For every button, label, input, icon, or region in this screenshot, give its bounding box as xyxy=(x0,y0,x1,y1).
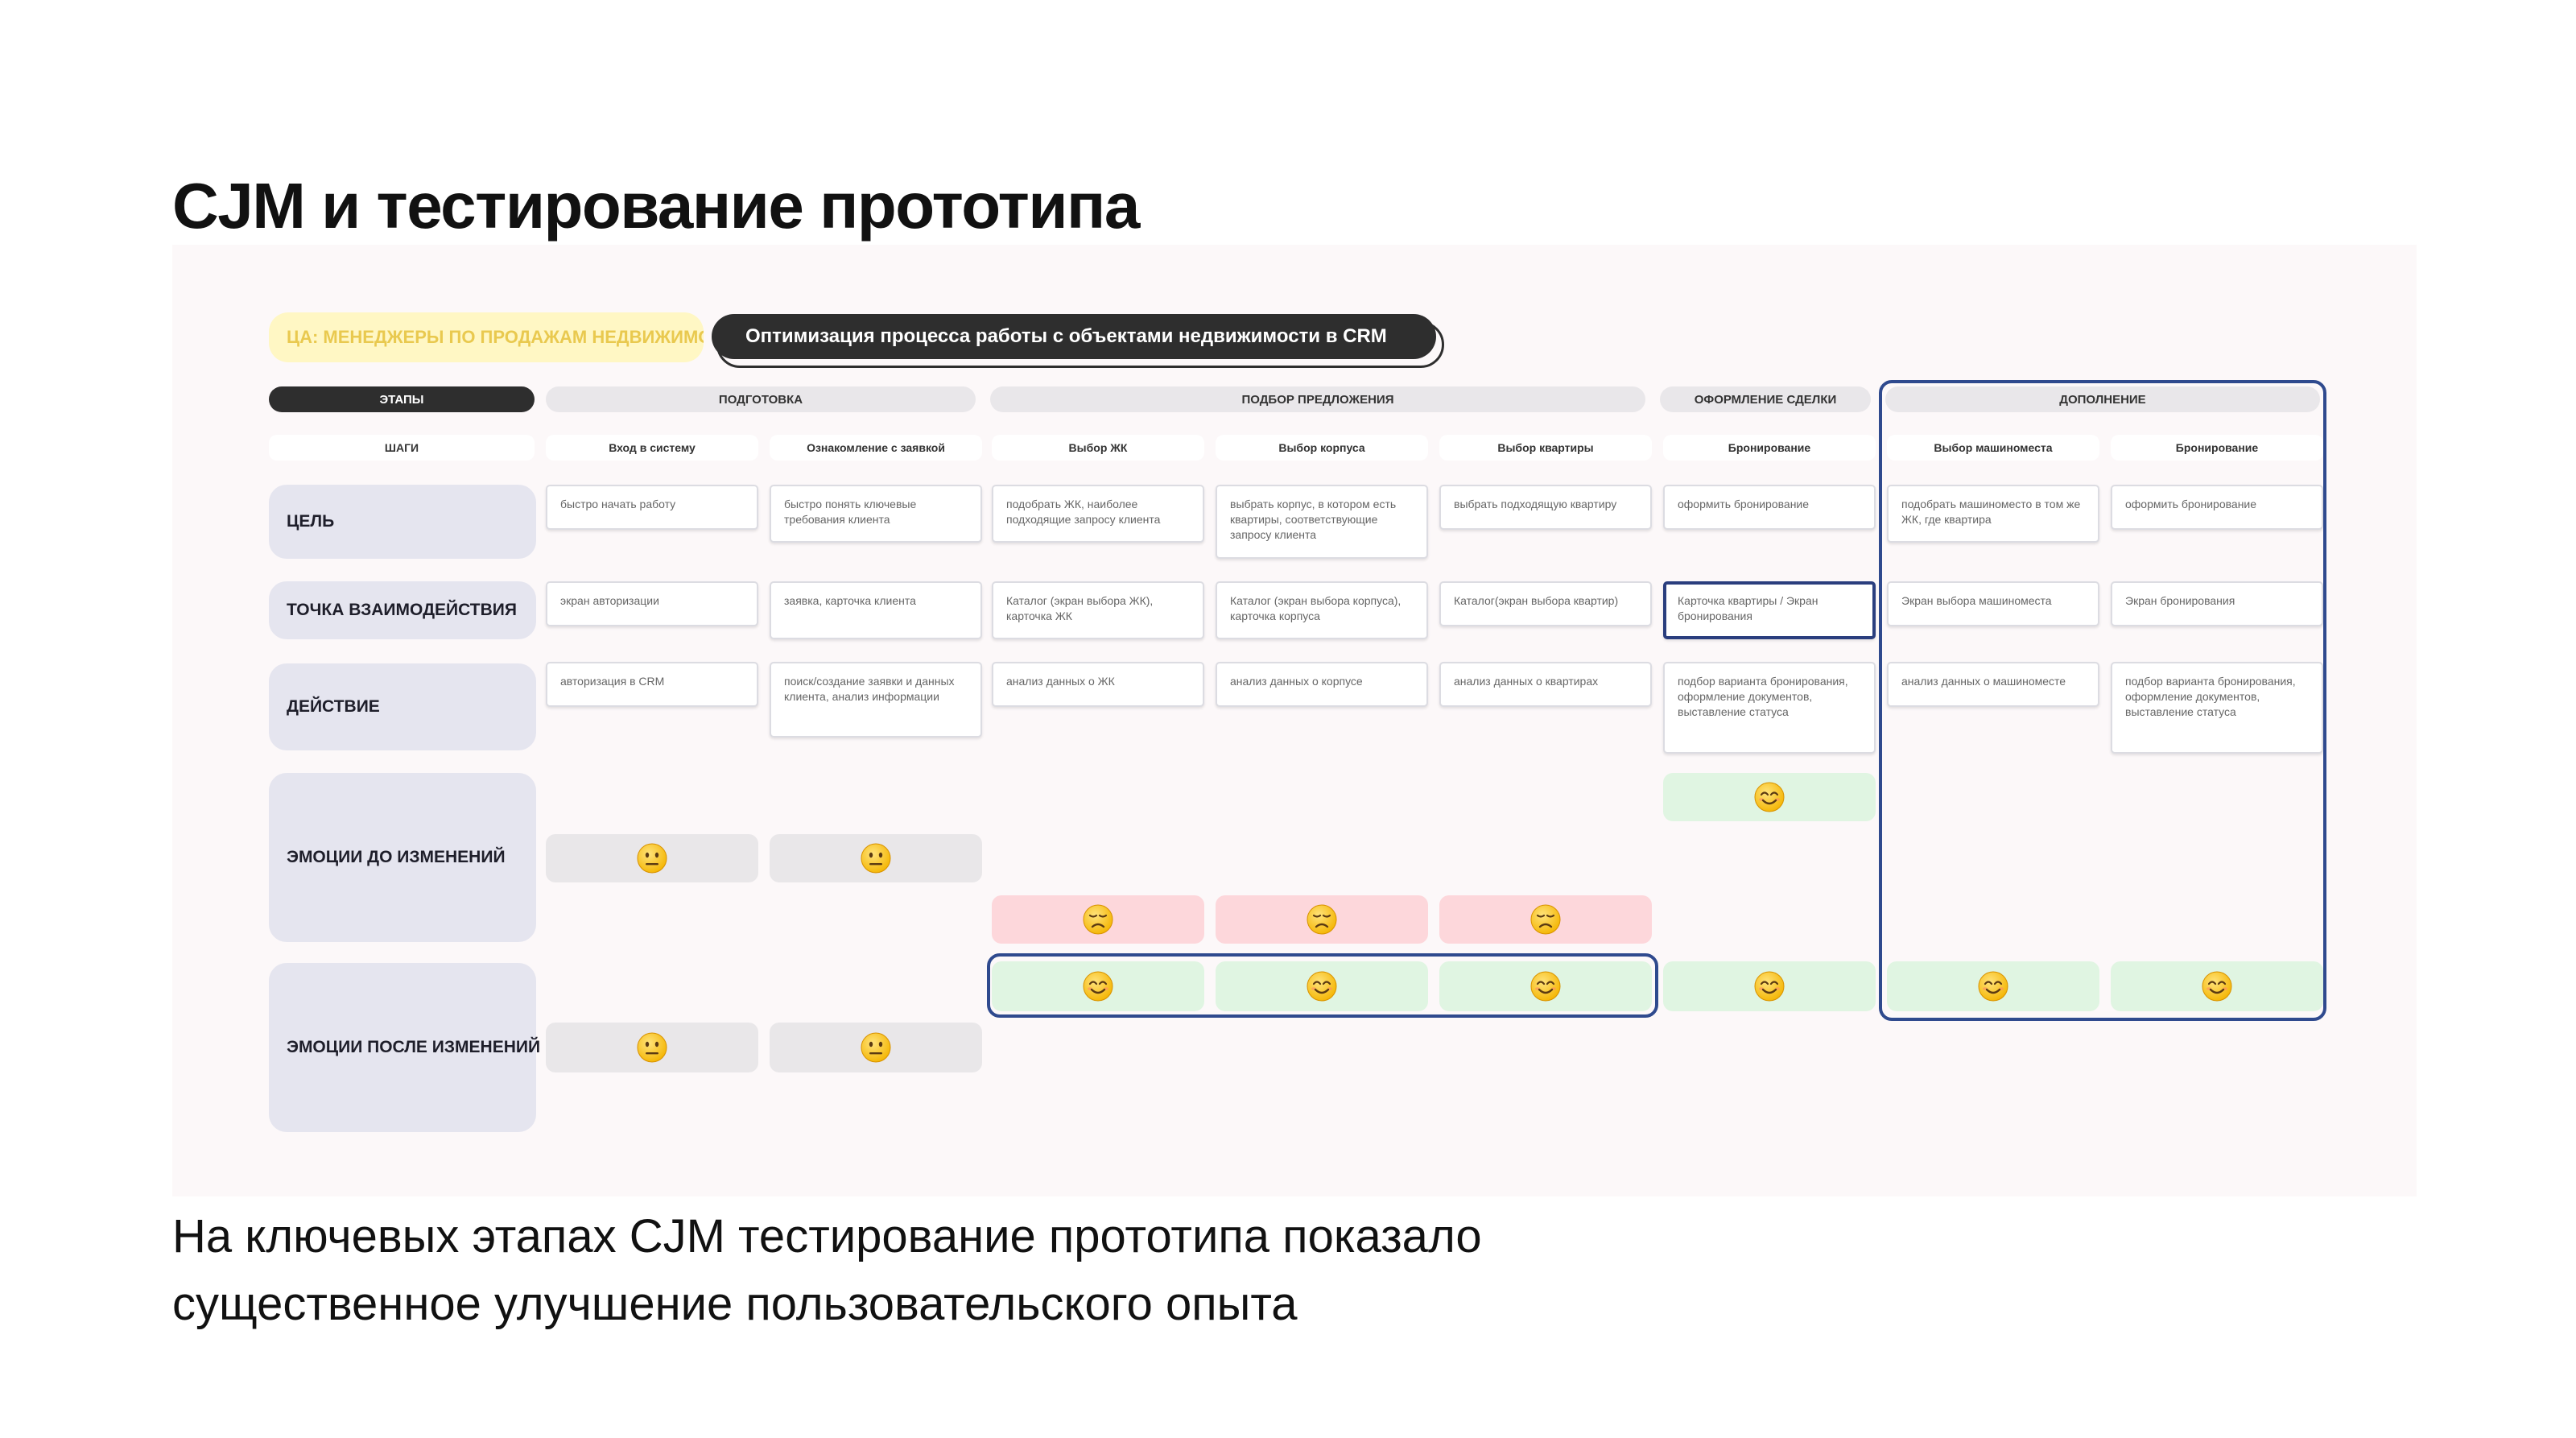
emotion-before-tile xyxy=(992,895,1204,944)
improvement-highlight-frame xyxy=(987,953,1658,1018)
action-cell: анализ данных о ЖК xyxy=(992,662,1204,707)
emotion-before-tile xyxy=(770,834,982,882)
goal-cell: быстро начать работу xyxy=(546,485,758,530)
stage-addition: ДОПОЛНЕНИЕ xyxy=(1885,386,2320,412)
neutral-face-icon xyxy=(636,842,668,874)
sad-face-icon xyxy=(1306,903,1338,936)
touchpoint-cell: Карточка квартиры / Экран бронирования xyxy=(1663,581,1876,639)
cjm-board: ЦА: МЕНЕДЖЕРЫ ПО ПРОДАЖАМ НЕДВИЖИМОСТИ О… xyxy=(172,245,2417,1196)
sad-face-icon xyxy=(1082,903,1114,936)
slide-caption: На ключевых этапах CJM тестирование прот… xyxy=(172,1203,2104,1338)
steps-label: ШАГИ xyxy=(269,435,535,461)
row-label-action: ДЕЙСТВИЕ xyxy=(269,663,536,750)
stage-preparation: ПОДГОТОВКА xyxy=(546,386,976,412)
goal-cell: выбрать подходящую квартиру xyxy=(1439,485,1652,530)
emotion-after-tile xyxy=(1216,961,1428,1011)
action-cell: анализ данных о квартирах xyxy=(1439,662,1652,707)
step-1: Вход в систему xyxy=(546,435,758,461)
sad-face-icon xyxy=(1530,903,1562,936)
stages-label: ЭТАПЫ xyxy=(269,386,535,412)
step-4: Выбор корпуса xyxy=(1216,435,1428,461)
row-label-emotions-after: ЭМОЦИИ ПОСЛЕ ИЗМЕНЕНИЙ xyxy=(269,963,540,1132)
addition-stage-highlight-frame xyxy=(1879,380,2326,1021)
goal-cell: оформить бронирование xyxy=(1663,485,1876,530)
step-6: Бронирование xyxy=(1663,435,1876,461)
caption-line-1: На ключевых этапах CJM тестирование прот… xyxy=(172,1210,1482,1262)
emotion-after-tile xyxy=(546,1023,758,1072)
slide-title: CJM и тестирование прототипа xyxy=(172,170,1140,242)
action-cell: подбор варианта бронирования, оформление… xyxy=(2111,662,2323,754)
emotion-after-tile xyxy=(1663,961,1876,1011)
touchpoint-cell: Экран бронирования xyxy=(2111,581,2323,626)
emotion-before-tile xyxy=(546,834,758,882)
action-cell: авторизация в CRM xyxy=(546,662,758,707)
goal-cell: быстро понять ключевые требования клиент… xyxy=(770,485,982,543)
emotion-after-tile xyxy=(1439,961,1652,1011)
happy-face-icon xyxy=(1753,781,1785,813)
action-cell: подбор варианта бронирования, оформление… xyxy=(1663,662,1876,754)
goal-cell: выбрать корпус, в котором есть квартиры,… xyxy=(1216,485,1428,559)
goal-cell: подобрать машиноместо в том же ЖК, где к… xyxy=(1887,485,2099,543)
stage-offer-selection: ПОДБОР ПРЕДЛОЖЕНИЯ xyxy=(990,386,1645,412)
goal-chip: Оптимизация процесса работы с объектами … xyxy=(712,314,1436,359)
emotion-after-tile xyxy=(1887,961,2099,1011)
action-cell: анализ данных о машиноместе xyxy=(1887,662,2099,707)
caption-line-2: существенное улучшение пользовательского… xyxy=(172,1278,1298,1330)
action-cell: поиск/создание заявки и данных клиента, … xyxy=(770,662,982,738)
step-3: Выбор ЖК xyxy=(992,435,1204,461)
step-7: Выбор машиноместа xyxy=(1887,435,2099,461)
goal-cell: подобрать ЖК, наиболее подходящие запрос… xyxy=(992,485,1204,543)
touchpoint-cell: Экран выбора машиноместа xyxy=(1887,581,2099,626)
row-label-emotions-before: ЭМОЦИИ ДО ИЗМЕНЕНИЙ xyxy=(269,773,536,942)
touchpoint-cell: Каталог (экран выбора корпуса), карточка… xyxy=(1216,581,1428,639)
action-cell: анализ данных о корпусе xyxy=(1216,662,1428,707)
touchpoint-cell: заявка, карточка клиента xyxy=(770,581,982,639)
row-label-touchpoint: ТОЧКА ВЗАИМОДЕЙСТВИЯ xyxy=(269,581,536,639)
step-5: Выбор квартиры xyxy=(1439,435,1652,461)
touchpoint-cell: Каталог(экран выбора квартир) xyxy=(1439,581,1652,626)
emotion-after-tile xyxy=(992,961,1204,1011)
audience-chip: ЦА: МЕНЕДЖЕРЫ ПО ПРОДАЖАМ НЕДВИЖИМОСТИ xyxy=(269,312,704,362)
emotion-after-tile xyxy=(2111,961,2323,1011)
neutral-face-icon xyxy=(860,1031,892,1064)
touchpoint-cell: экран авторизации xyxy=(546,581,758,626)
emotion-after-tile xyxy=(770,1023,982,1072)
emotion-before-tile xyxy=(1439,895,1652,944)
row-label-goal: ЦЕЛЬ xyxy=(269,485,536,559)
emotion-before-tile xyxy=(1216,895,1428,944)
touchpoint-cell: Каталог (экран выбора ЖК), карточка ЖК xyxy=(992,581,1204,639)
step-2: Ознакомление с заявкой xyxy=(770,435,982,461)
emotion-before-tile xyxy=(1663,773,1876,821)
neutral-face-icon xyxy=(636,1031,668,1064)
stage-deal-registration: ОФОРМЛЕНИЕ СДЕЛКИ xyxy=(1660,386,1871,412)
neutral-face-icon xyxy=(860,842,892,874)
goal-cell: оформить бронирование xyxy=(2111,485,2323,530)
happy-face-icon xyxy=(1753,970,1785,1002)
step-8: Бронирование xyxy=(2111,435,2323,461)
